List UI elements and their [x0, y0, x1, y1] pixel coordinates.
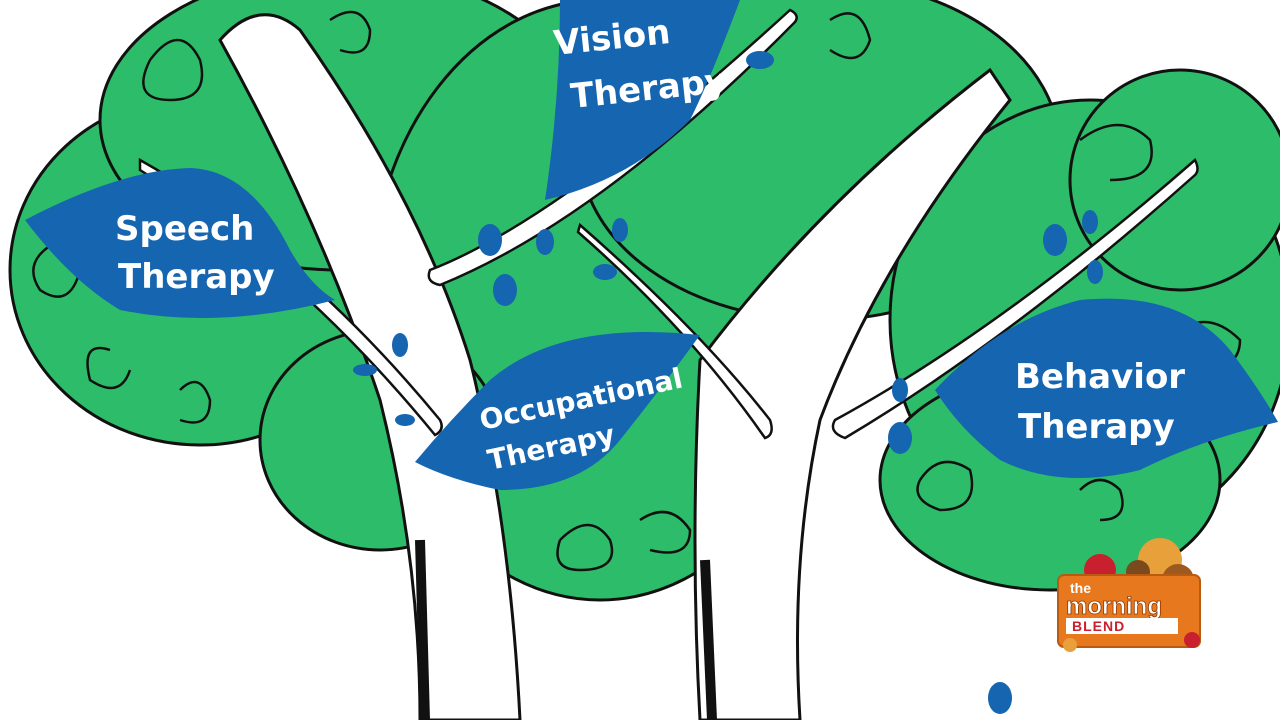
logo-blend: BLEND: [1072, 618, 1125, 634]
trunk-shadows: [415, 539, 717, 720]
autumn-leaf-icon: [1184, 632, 1200, 648]
small-leaves: [353, 51, 1103, 714]
logo-morning: morning: [1066, 593, 1162, 620]
logo-blend-band: [1066, 618, 1178, 634]
leaf-label: Behavior: [1015, 357, 1185, 397]
autumn-leaf-icon: [1063, 638, 1077, 652]
leaf-vision-therapy: Vision Therapy: [545, 0, 740, 200]
leaf-label: Therapy: [118, 257, 275, 297]
leaf-behavior-therapy: Behavior Therapy: [935, 298, 1278, 478]
leaf-label: Speech: [115, 209, 254, 249]
leaf-speech-therapy: Speech Therapy: [25, 168, 335, 318]
morning-blend-logo: the morning BLEND: [1057, 538, 1201, 652]
logo-the: the: [1070, 580, 1091, 596]
leaf-label: Therapy: [1018, 407, 1175, 447]
